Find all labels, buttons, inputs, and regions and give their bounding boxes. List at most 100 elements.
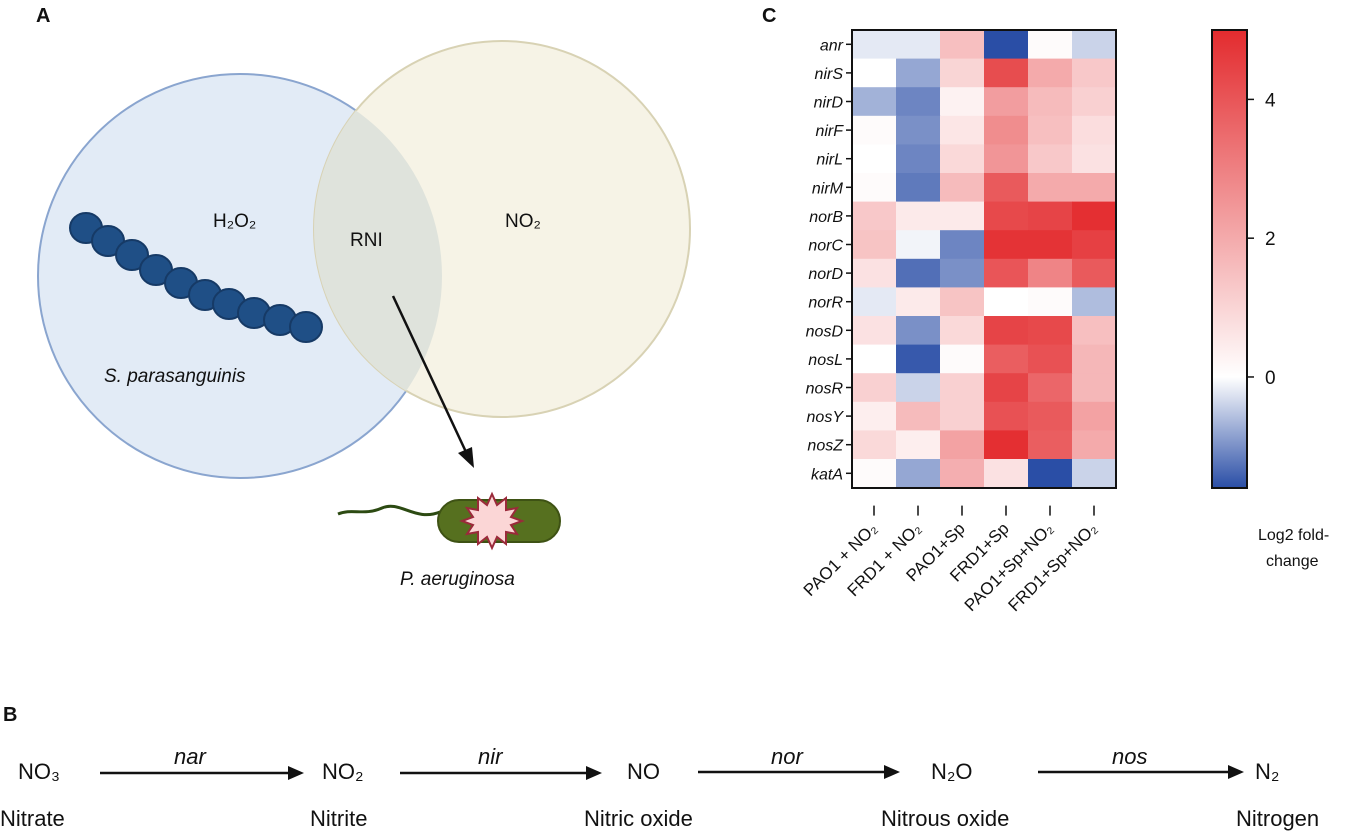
- enzyme-nar-label: nar: [174, 744, 206, 769]
- heatmap-cell-nirM-5: [1072, 173, 1117, 203]
- heatmap-cell-nosZ-1: [896, 430, 941, 460]
- heatmap-frame: [851, 29, 1117, 489]
- heatmap-cell-nirD-1: [896, 87, 941, 117]
- heatmap-cell-nirD-2: [940, 87, 985, 117]
- panel-label-b: B: [3, 704, 18, 726]
- heatmap-cell-nosR-4: [1028, 373, 1073, 403]
- heatmap-cell-nirS-5: [1072, 58, 1117, 88]
- heatmap-cell-norD-5: [1072, 258, 1117, 288]
- enzyme-nos-label: nos: [1112, 744, 1148, 769]
- arrow-nar: [100, 766, 304, 780]
- gene-label-nosL: nosL: [808, 352, 843, 369]
- heatmap-cell-nosY-1: [896, 401, 941, 431]
- heatmap-cell-nirL-3: [984, 144, 1029, 174]
- gene-label-nirL: nirL: [816, 152, 843, 169]
- enzyme-nir-label: nir: [478, 744, 503, 769]
- heatmap-cell-nosZ-4: [1028, 430, 1073, 460]
- colorbar: [1211, 29, 1248, 489]
- heatmap-cell-nirL-2: [940, 144, 985, 174]
- heatmap-cell-nosZ-0: [852, 430, 897, 460]
- pseudomonas-bacterium-icon: [337, 491, 561, 551]
- heatmap-cell-nosD-5: [1072, 316, 1117, 346]
- gene-label-norR: norR: [808, 295, 843, 312]
- heatmap-cell-nosR-0: [852, 373, 897, 403]
- heatmap-cell-katA-5: [1072, 459, 1117, 489]
- colorbar-tick-label-2: 2: [1265, 229, 1276, 250]
- heatmap-cell-norD-0: [852, 258, 897, 288]
- streptococcus-chain-icon: [69, 212, 323, 343]
- heatmap-cell-katA-2: [940, 459, 985, 489]
- heatmap-cell-norR-3: [984, 287, 1029, 317]
- rni-label: RNI: [350, 230, 383, 251]
- heatmap-cell-katA-3: [984, 459, 1029, 489]
- heatmap-cells: [852, 30, 1117, 489]
- enzyme-nor-label: nor: [771, 744, 803, 769]
- colorbar-tick-label-0: 0: [1265, 368, 1276, 389]
- heatmap-cell-nirL-0: [852, 144, 897, 174]
- gene-label-anr: anr: [820, 37, 844, 54]
- compound-name-nitrous-oxide: Nitrous oxide: [881, 806, 1010, 831]
- gene-label-nirS: nirS: [815, 66, 844, 83]
- heatmap-cell-nirL-1: [896, 144, 941, 174]
- heatmap-cell-nosY-4: [1028, 401, 1073, 431]
- colorbar-tick-label-4: 4: [1265, 90, 1276, 111]
- heatmap-cell-nirM-1: [896, 173, 941, 203]
- heatmap-cell-nirS-2: [940, 58, 985, 88]
- gene-label-norD: norD: [808, 266, 843, 283]
- heatmap-cell-nirS-3: [984, 58, 1029, 88]
- heatmap-cell-norB-4: [1028, 201, 1073, 231]
- heatmap-cell-nosY-3: [984, 401, 1029, 431]
- heatmap-cell-nosR-5: [1072, 373, 1117, 403]
- heatmap-cell-nirD-4: [1028, 87, 1073, 117]
- venn-diagram: [37, 40, 691, 551]
- heatmap-cell-nosY-0: [852, 401, 897, 431]
- heatmap-cell-norB-3: [984, 201, 1029, 231]
- colorbar-label-line-2: change: [1266, 553, 1319, 570]
- compound-formula-nitrous-oxide: N₂O: [931, 759, 973, 784]
- heatmap-cell-nirF-1: [896, 115, 941, 145]
- heatmap-cell-katA-0: [852, 459, 897, 489]
- gene-label-nosZ: nosZ: [807, 438, 844, 455]
- gene-label-nirD: nirD: [814, 95, 844, 112]
- colorbar-ticks: 0 2 4: [1247, 90, 1276, 389]
- heatmap-cell-nirD-5: [1072, 87, 1117, 117]
- compound-name-nitrite: Nitrite: [310, 806, 368, 831]
- heatmap-cell-nirS-0: [852, 58, 897, 88]
- heatmap-cell-nosL-2: [940, 344, 985, 374]
- heatmap-cell-norC-1: [896, 230, 941, 260]
- gene-label-nosD: nosD: [806, 323, 844, 340]
- heatmap-cell-nosL-4: [1028, 344, 1073, 374]
- arrow-nos: [1038, 765, 1244, 779]
- compound-formula-nitrate: NO₃: [18, 759, 60, 784]
- heatmap-cell-nirM-4: [1028, 173, 1073, 203]
- heatmap-cell-nirF-0: [852, 115, 897, 145]
- heatmap-cell-nirF-2: [940, 115, 985, 145]
- heatmap-cell-norB-0: [852, 201, 897, 231]
- heatmap-cell-norC-5: [1072, 230, 1117, 260]
- heatmap-cell-anr-5: [1072, 30, 1117, 60]
- heatmap-cell-nosD-3: [984, 316, 1029, 346]
- condition-ticks: [873, 505, 1095, 516]
- heatmap-cell-norC-3: [984, 230, 1029, 260]
- heatmap-cell-nirS-4: [1028, 58, 1073, 88]
- heatmap-cell-norC-2: [940, 230, 985, 260]
- heatmap-cell-nosR-3: [984, 373, 1029, 403]
- s-parasanguinis-label: S. parasanguinis: [104, 366, 246, 387]
- compound-name-nitrogen: Nitrogen: [1236, 806, 1320, 831]
- heatmap-cell-katA-4: [1028, 459, 1073, 489]
- heatmap-cell-norR-0: [852, 287, 897, 317]
- compound-formula-nitrogen: N₂: [1255, 759, 1280, 784]
- heatmap-cell-nosD-4: [1028, 316, 1073, 346]
- compound-name-nitrate: Nitrate: [0, 806, 65, 831]
- heatmap-cell-nirF-5: [1072, 115, 1117, 145]
- compound-formula-nitric-oxide: NO: [627, 759, 660, 784]
- heatmap-cell-nosZ-3: [984, 430, 1029, 460]
- rni-arrow: [391, 295, 474, 468]
- heatmap-cell-katA-1: [896, 459, 941, 489]
- heatmap-cell-nirS-1: [896, 58, 941, 88]
- heatmap-cell-norD-3: [984, 258, 1029, 288]
- heatmap-cell-norR-2: [940, 287, 985, 317]
- heatmap-cell-nirD-3: [984, 87, 1029, 117]
- heatmap-cell-norR-5: [1072, 287, 1117, 317]
- heatmap-cell-nirM-3: [984, 173, 1029, 203]
